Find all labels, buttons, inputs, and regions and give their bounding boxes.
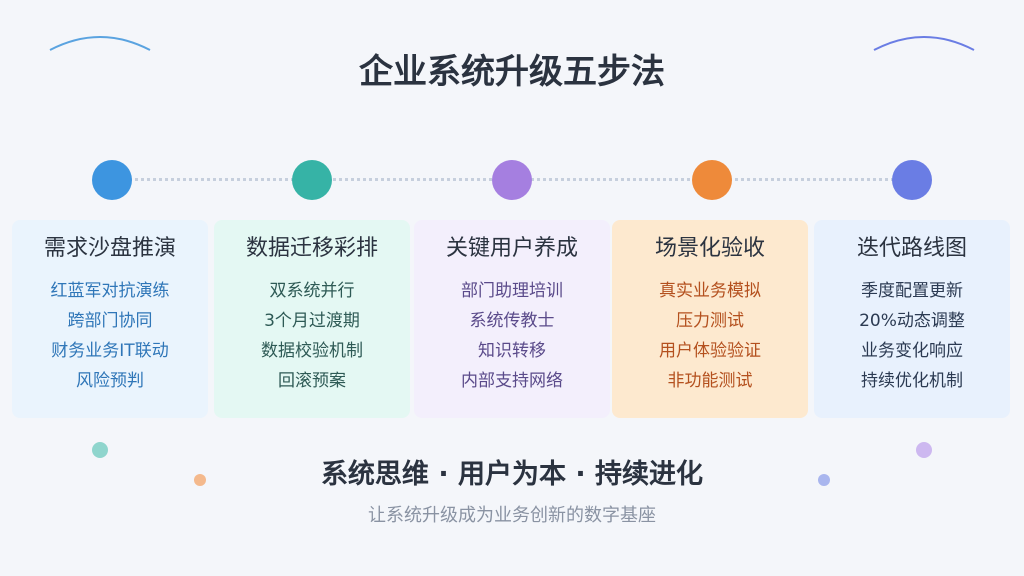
step-item: 风险预判: [76, 371, 144, 391]
decorative-arc-right: [873, 36, 975, 51]
step-item: 系统传教士: [469, 311, 555, 331]
step-title: 需求沙盘推演: [43, 236, 176, 261]
step-item: 红蓝军对抗演练: [50, 281, 170, 301]
step-card-4: 场景化验收 真实业务模拟 压力测试 用户体验验证 非功能测试: [612, 220, 808, 418]
step-item: 3个月过渡期: [264, 311, 360, 331]
step-item: 双系统并行: [269, 281, 355, 301]
decorative-dot-blue: [818, 474, 830, 486]
decorative-dot-orange: [194, 474, 206, 486]
step-item-list: 双系统并行 3个月过渡期 数据校验机制 回滚预案: [214, 276, 410, 396]
step-item-list: 季度配置更新 20%动态调整 业务变化响应 持续优化机制: [814, 276, 1010, 396]
step-item: 财务业务IT联动: [51, 341, 169, 361]
step-item: 真实业务模拟: [659, 281, 761, 301]
step-card-5: 迭代路线图 季度配置更新 20%动态调整 业务变化响应 持续优化机制: [814, 220, 1010, 418]
step-item: 回滚预案: [278, 371, 346, 391]
step-item-list: 红蓝军对抗演练 跨部门协同 财务业务IT联动 风险预判: [12, 276, 208, 396]
decorative-dot-teal: [92, 442, 108, 458]
step-item: 20%动态调整: [859, 311, 965, 331]
step-node-5: [892, 160, 932, 200]
step-item: 持续优化机制: [861, 371, 963, 391]
step-item: 部门助理培训: [461, 281, 563, 301]
step-item: 季度配置更新: [861, 281, 963, 301]
step-item: 跨部门协同: [67, 311, 153, 331]
decorative-dot-purple: [916, 442, 932, 458]
step-item: 非功能测试: [667, 371, 753, 391]
step-card-2: 数据迁移彩排 双系统并行 3个月过渡期 数据校验机制 回滚预案: [214, 220, 410, 418]
step-title: 关键用户养成: [445, 236, 578, 261]
step-card-1: 需求沙盘推演 红蓝军对抗演练 跨部门协同 财务业务IT联动 风险预判: [12, 220, 208, 418]
step-item: 业务变化响应: [861, 341, 963, 361]
step-item-list: 部门助理培训 系统传教士 知识转移 内部支持网络: [414, 276, 610, 396]
step-item-list: 真实业务模拟 压力测试 用户体验验证 非功能测试: [612, 276, 808, 396]
step-title: 迭代路线图: [856, 236, 967, 261]
page-title: 企业系统升级五步法: [359, 52, 665, 92]
step-title: 数据迁移彩排: [245, 236, 378, 261]
decorative-arc-left: [49, 36, 151, 51]
step-title: 场景化验收: [654, 236, 765, 261]
step-node-3: [492, 160, 532, 200]
step-item: 数据校验机制: [261, 341, 363, 361]
step-node-2: [292, 160, 332, 200]
step-node-4: [692, 160, 732, 200]
subtitle: 让系统升级成为业务创新的数字基座: [368, 505, 656, 526]
step-card-3: 关键用户养成 部门助理培训 系统传教士 知识转移 内部支持网络: [414, 220, 610, 418]
step-item: 压力测试: [676, 311, 744, 331]
step-node-1: [92, 160, 132, 200]
tagline: 系统思维 · 用户为本 · 持续进化: [320, 459, 704, 490]
step-item: 用户体验验证: [659, 341, 761, 361]
step-item: 知识转移: [478, 341, 546, 361]
step-item: 内部支持网络: [461, 371, 563, 391]
